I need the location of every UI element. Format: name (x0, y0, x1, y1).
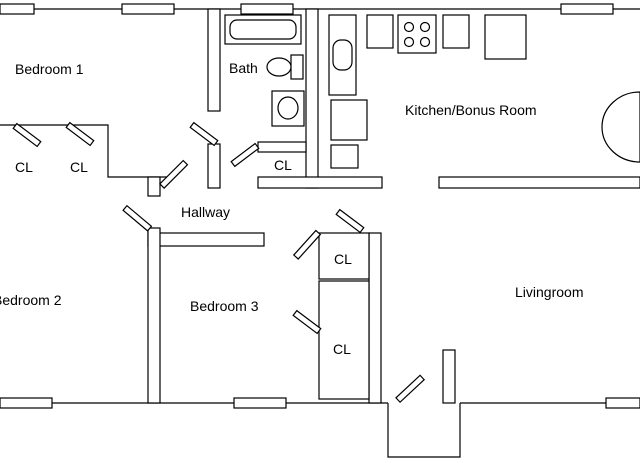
kitchen-cabinet (330, 99, 368, 141)
refrigerator (484, 14, 527, 60)
round-table (601, 91, 640, 163)
room-label-bedroom-3: Bedroom 3 (190, 298, 259, 314)
room-label-hallway: Hallway (181, 204, 230, 220)
windows (0, 3, 640, 409)
kitchen-sink (328, 14, 357, 96)
closet-label: CL (274, 157, 292, 173)
stove (397, 14, 437, 54)
counter-cabinet (442, 14, 470, 49)
kitchen-cabinet (330, 144, 359, 169)
counter-cabinet (366, 14, 394, 49)
closet-label: CL (333, 341, 351, 357)
room-label-livingroom: Livingroom (515, 284, 583, 300)
room-label-kitchen: Kitchen/Bonus Room (405, 102, 537, 118)
closet-labels: CL CL CL CL CL (15, 157, 352, 357)
closet-label: CL (334, 251, 352, 267)
room-label-bath: Bath (229, 60, 258, 76)
room-label-bedroom-2: Bedroom 2 (0, 292, 62, 308)
bathtub (224, 14, 302, 45)
room-label-bedroom-1: Bedroom 1 (15, 61, 84, 77)
room-labels: Bedroom 1 Bath Kitchen/Bonus Room Hallwa… (0, 60, 583, 314)
bath-fixtures (224, 14, 305, 127)
bathroom-sink (271, 90, 305, 127)
kitchen-fixtures (328, 14, 640, 169)
closet-label: CL (70, 159, 88, 175)
interior-walls (0, 8, 640, 458)
closet-label: CL (15, 159, 33, 175)
toilet (266, 54, 304, 80)
doors (12, 121, 426, 404)
